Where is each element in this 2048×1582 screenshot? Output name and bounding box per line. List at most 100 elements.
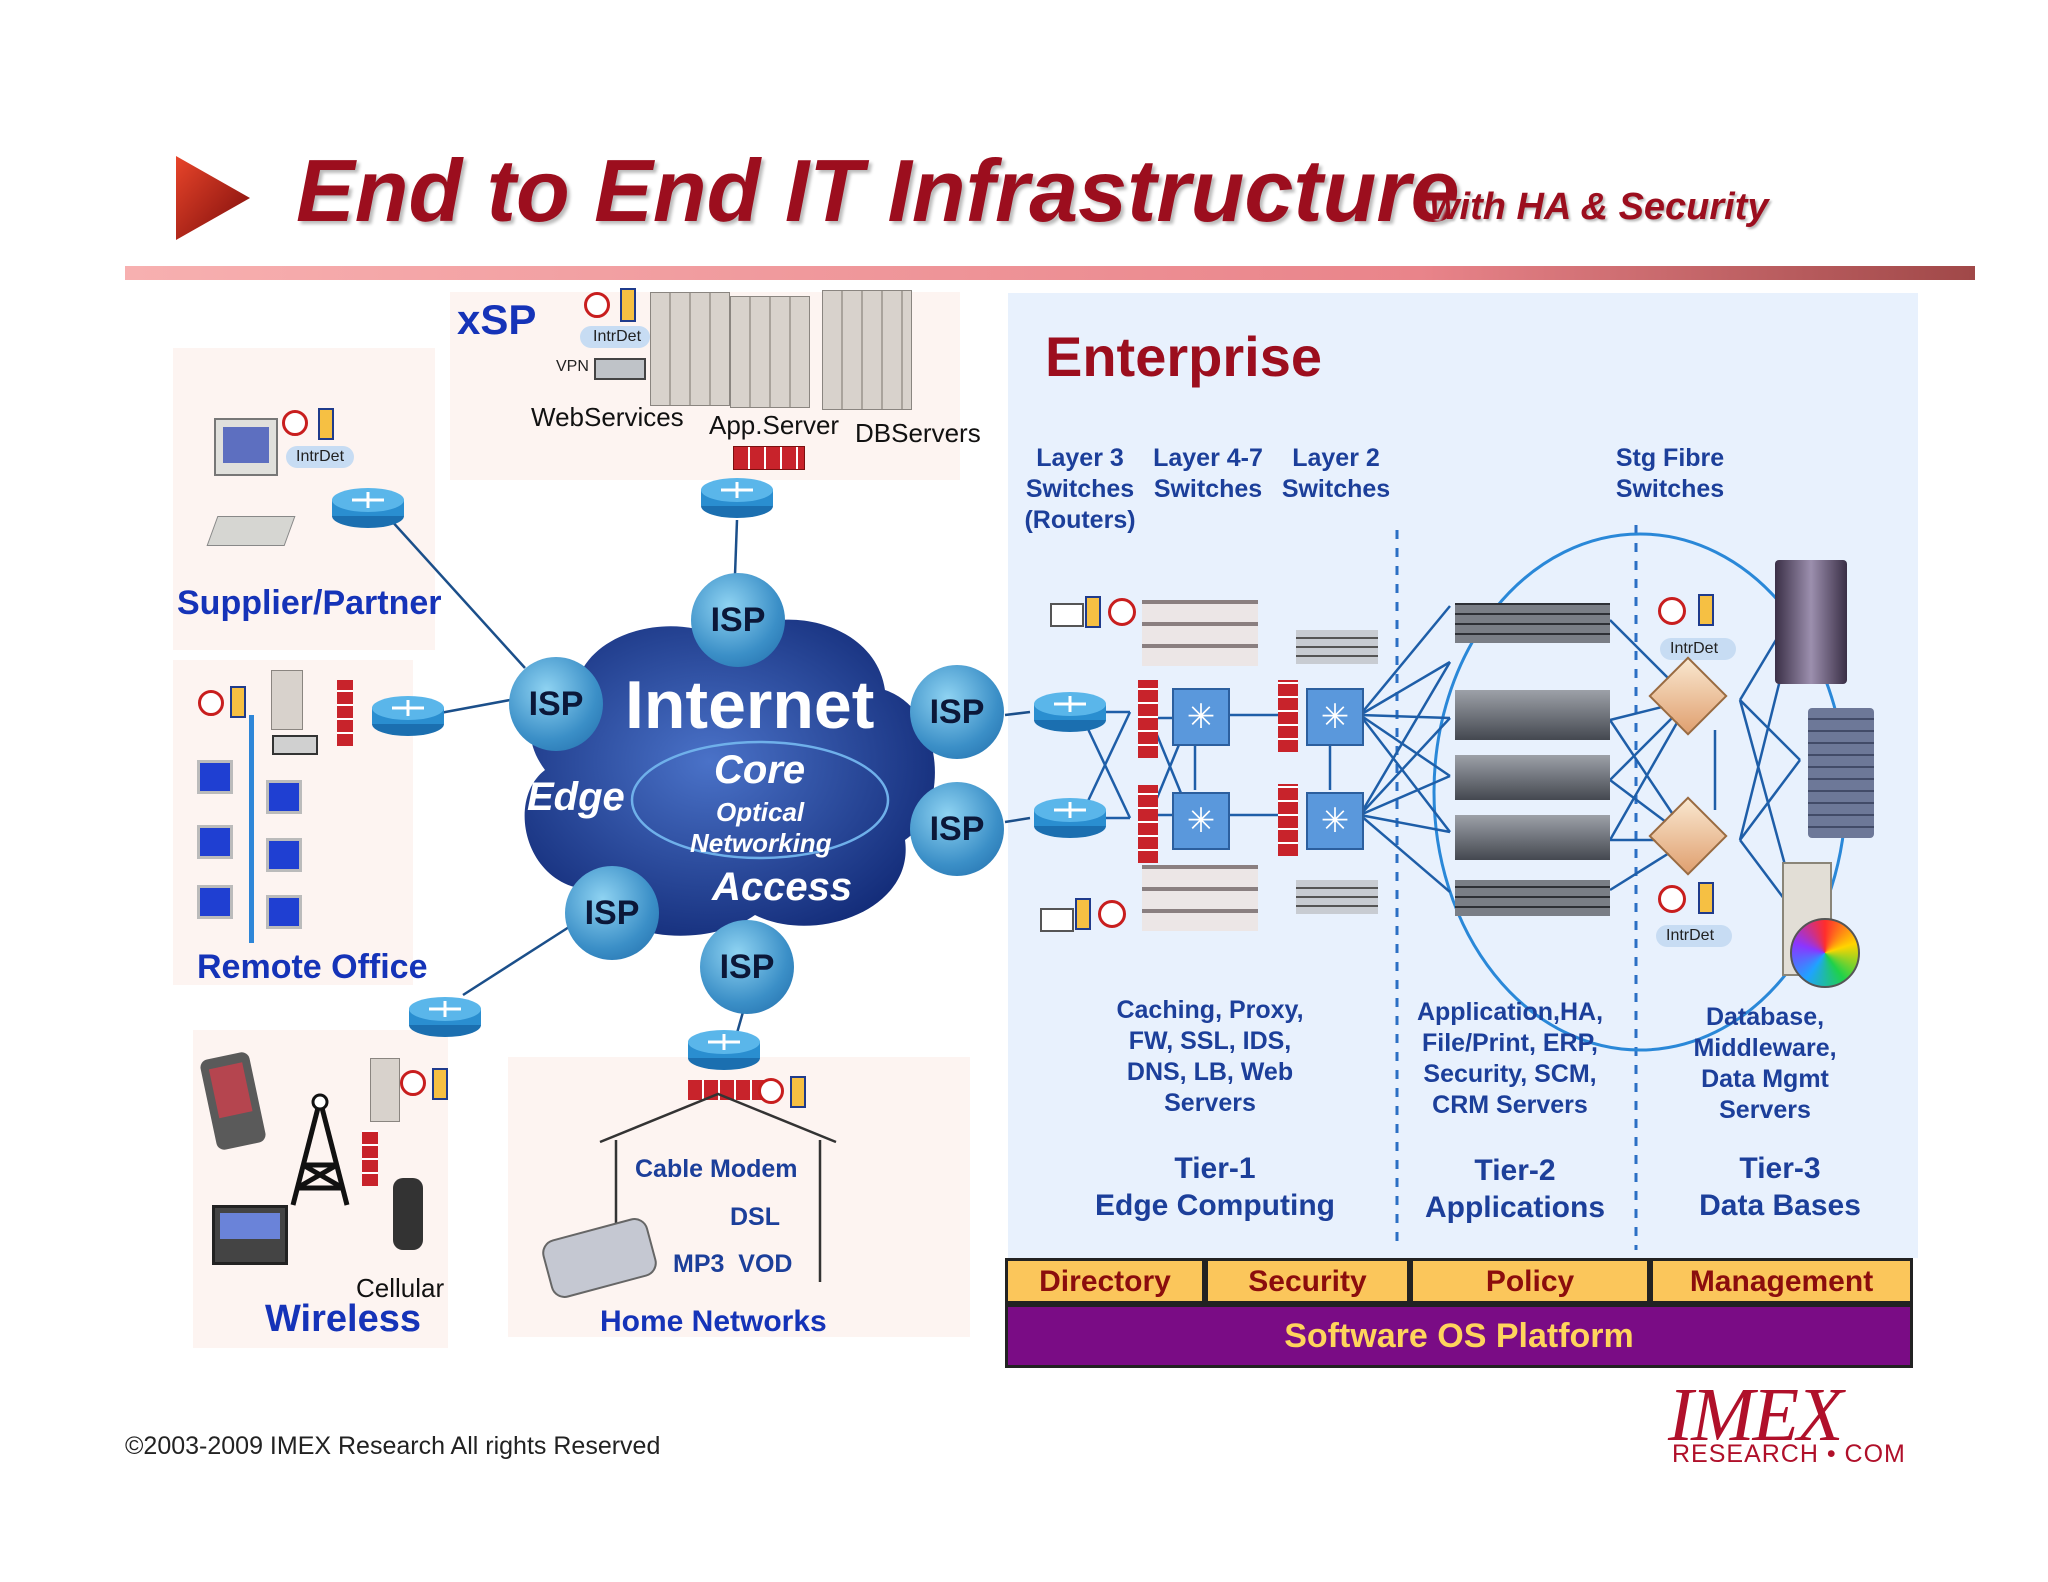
server-rack-icon bbox=[730, 296, 810, 408]
application-server-icon bbox=[1455, 690, 1610, 740]
service-policy: Policy bbox=[1410, 1258, 1650, 1304]
mp3-vod-label: MP3 VOD bbox=[673, 1250, 793, 1278]
supplier-intrdet-label: IntrDet bbox=[296, 448, 345, 465]
home-networks-label: Home Networks bbox=[600, 1305, 827, 1338]
no-bug-icon bbox=[1658, 597, 1686, 625]
optical-disc-icon bbox=[1790, 918, 1860, 988]
thermometer-icon bbox=[790, 1076, 806, 1108]
no-bug-icon bbox=[584, 292, 610, 318]
dsl-label: DSL bbox=[730, 1203, 780, 1231]
switch-stack bbox=[1296, 880, 1378, 914]
edge-label: Edge bbox=[527, 775, 625, 819]
internet-cloud bbox=[524, 619, 935, 936]
xsp-vpn-label: VPN bbox=[556, 358, 589, 375]
supplier-label: Supplier/Partner bbox=[177, 584, 442, 622]
thermometer-icon bbox=[620, 288, 636, 322]
firewall-icon bbox=[688, 1080, 768, 1100]
tier2-description: Application,HA,File/Print, ERP,Security,… bbox=[1416, 998, 1604, 1119]
title-arrow-icon bbox=[176, 156, 250, 240]
xsp-label: xSP bbox=[457, 296, 537, 343]
edge-appliance-stack bbox=[1142, 600, 1258, 666]
no-bug-icon bbox=[1658, 885, 1686, 913]
workstation-icon bbox=[197, 760, 233, 794]
imex-logo-subtitle: RESEARCH • COM bbox=[1672, 1440, 1906, 1468]
tier1-description: Caching, Proxy,FW, SSL, IDS,DNS, LB, Web… bbox=[1116, 996, 1304, 1117]
modem-icon bbox=[272, 735, 318, 755]
layer2-switch-icon: ✳ bbox=[1306, 792, 1364, 850]
mail-icon bbox=[1050, 603, 1084, 627]
server-rack-icon bbox=[822, 290, 912, 410]
application-server-icon bbox=[1455, 755, 1610, 800]
thermometer-icon bbox=[318, 408, 334, 440]
laptop-icon bbox=[212, 1205, 288, 1265]
no-bug-icon bbox=[1098, 900, 1126, 928]
isp-node-bottom: ISP bbox=[700, 920, 794, 1014]
optical-label: Optical bbox=[716, 797, 805, 827]
firewall-icon bbox=[1138, 785, 1158, 863]
layer47-switch-icon: ✳ bbox=[1172, 688, 1230, 746]
workstation-icon bbox=[266, 838, 302, 872]
no-bug-icon bbox=[1108, 598, 1136, 626]
networking-label: Networking bbox=[690, 828, 832, 858]
switch-stack bbox=[1296, 630, 1378, 664]
isp-node-right-upper: ISP bbox=[910, 665, 1004, 759]
cable-modem-label: Cable Modem bbox=[635, 1155, 798, 1183]
no-bug-icon bbox=[198, 690, 224, 716]
service-directory: Directory bbox=[1005, 1258, 1205, 1304]
router-icon bbox=[688, 1030, 760, 1070]
application-server-icon bbox=[1455, 603, 1610, 643]
firewall-icon bbox=[362, 1130, 378, 1186]
internet-label: Internet bbox=[625, 667, 875, 743]
wireless-label: Wireless bbox=[265, 1298, 421, 1340]
firewall-icon bbox=[1278, 680, 1298, 752]
remote-office-label: Remote Office bbox=[197, 948, 428, 986]
firewall-icon bbox=[1278, 784, 1298, 856]
thermometer-icon bbox=[432, 1068, 448, 1100]
layer47-switch-icon: ✳ bbox=[1172, 792, 1230, 850]
intrdet-badge bbox=[1660, 638, 1736, 660]
core-label: Core bbox=[714, 748, 806, 792]
router-icon bbox=[1034, 692, 1106, 732]
server-rack-icon bbox=[650, 292, 730, 406]
service-management: Management bbox=[1650, 1258, 1913, 1304]
workstation-icon bbox=[266, 780, 302, 814]
access-label: Access bbox=[712, 865, 853, 909]
router-icon bbox=[701, 478, 773, 518]
enterprise-title: Enterprise bbox=[1045, 325, 1322, 388]
cell-tower-icon bbox=[290, 1093, 350, 1206]
intrdet-badge bbox=[286, 446, 354, 468]
copyright-text: ©2003-2009 IMEX Research All rights Rese… bbox=[125, 1432, 661, 1460]
isp-node-bottom-left: ISP bbox=[565, 866, 659, 960]
firewall-icon bbox=[337, 680, 353, 746]
server-tower-icon bbox=[271, 670, 303, 730]
thermometer-icon bbox=[1698, 594, 1714, 626]
layer2-switch-icon: ✳ bbox=[1306, 688, 1364, 746]
xsp-appserver-label: App.Server bbox=[709, 410, 840, 440]
thermometer-icon bbox=[1075, 898, 1091, 930]
intrdet-badge bbox=[580, 326, 650, 348]
page-title: End to End IT Infrastructure bbox=[296, 141, 1460, 240]
isp-node-right-lower: ISP bbox=[910, 782, 1004, 876]
title-divider bbox=[125, 266, 1975, 280]
firewall-icon bbox=[733, 446, 805, 470]
imex-logo: IMEX bbox=[1668, 1373, 1843, 1457]
xsp-webservices-label: WebServices bbox=[531, 402, 684, 432]
server-tower-icon bbox=[370, 1058, 400, 1122]
no-bug-icon bbox=[758, 1078, 784, 1104]
service-security: Security bbox=[1205, 1258, 1410, 1304]
thermometer-icon bbox=[1698, 882, 1714, 914]
xsp-intrdet-label: IntrDet bbox=[593, 328, 642, 345]
storage-array-icon bbox=[1808, 708, 1874, 838]
lan-backbone bbox=[249, 715, 254, 943]
stg-intrdet-upper-label: IntrDet bbox=[1670, 640, 1719, 657]
page-subtitle: with HA & Security bbox=[1430, 186, 1769, 228]
mail-icon bbox=[1040, 908, 1074, 932]
stg-intrdet-lower-label: IntrDet bbox=[1666, 927, 1715, 944]
